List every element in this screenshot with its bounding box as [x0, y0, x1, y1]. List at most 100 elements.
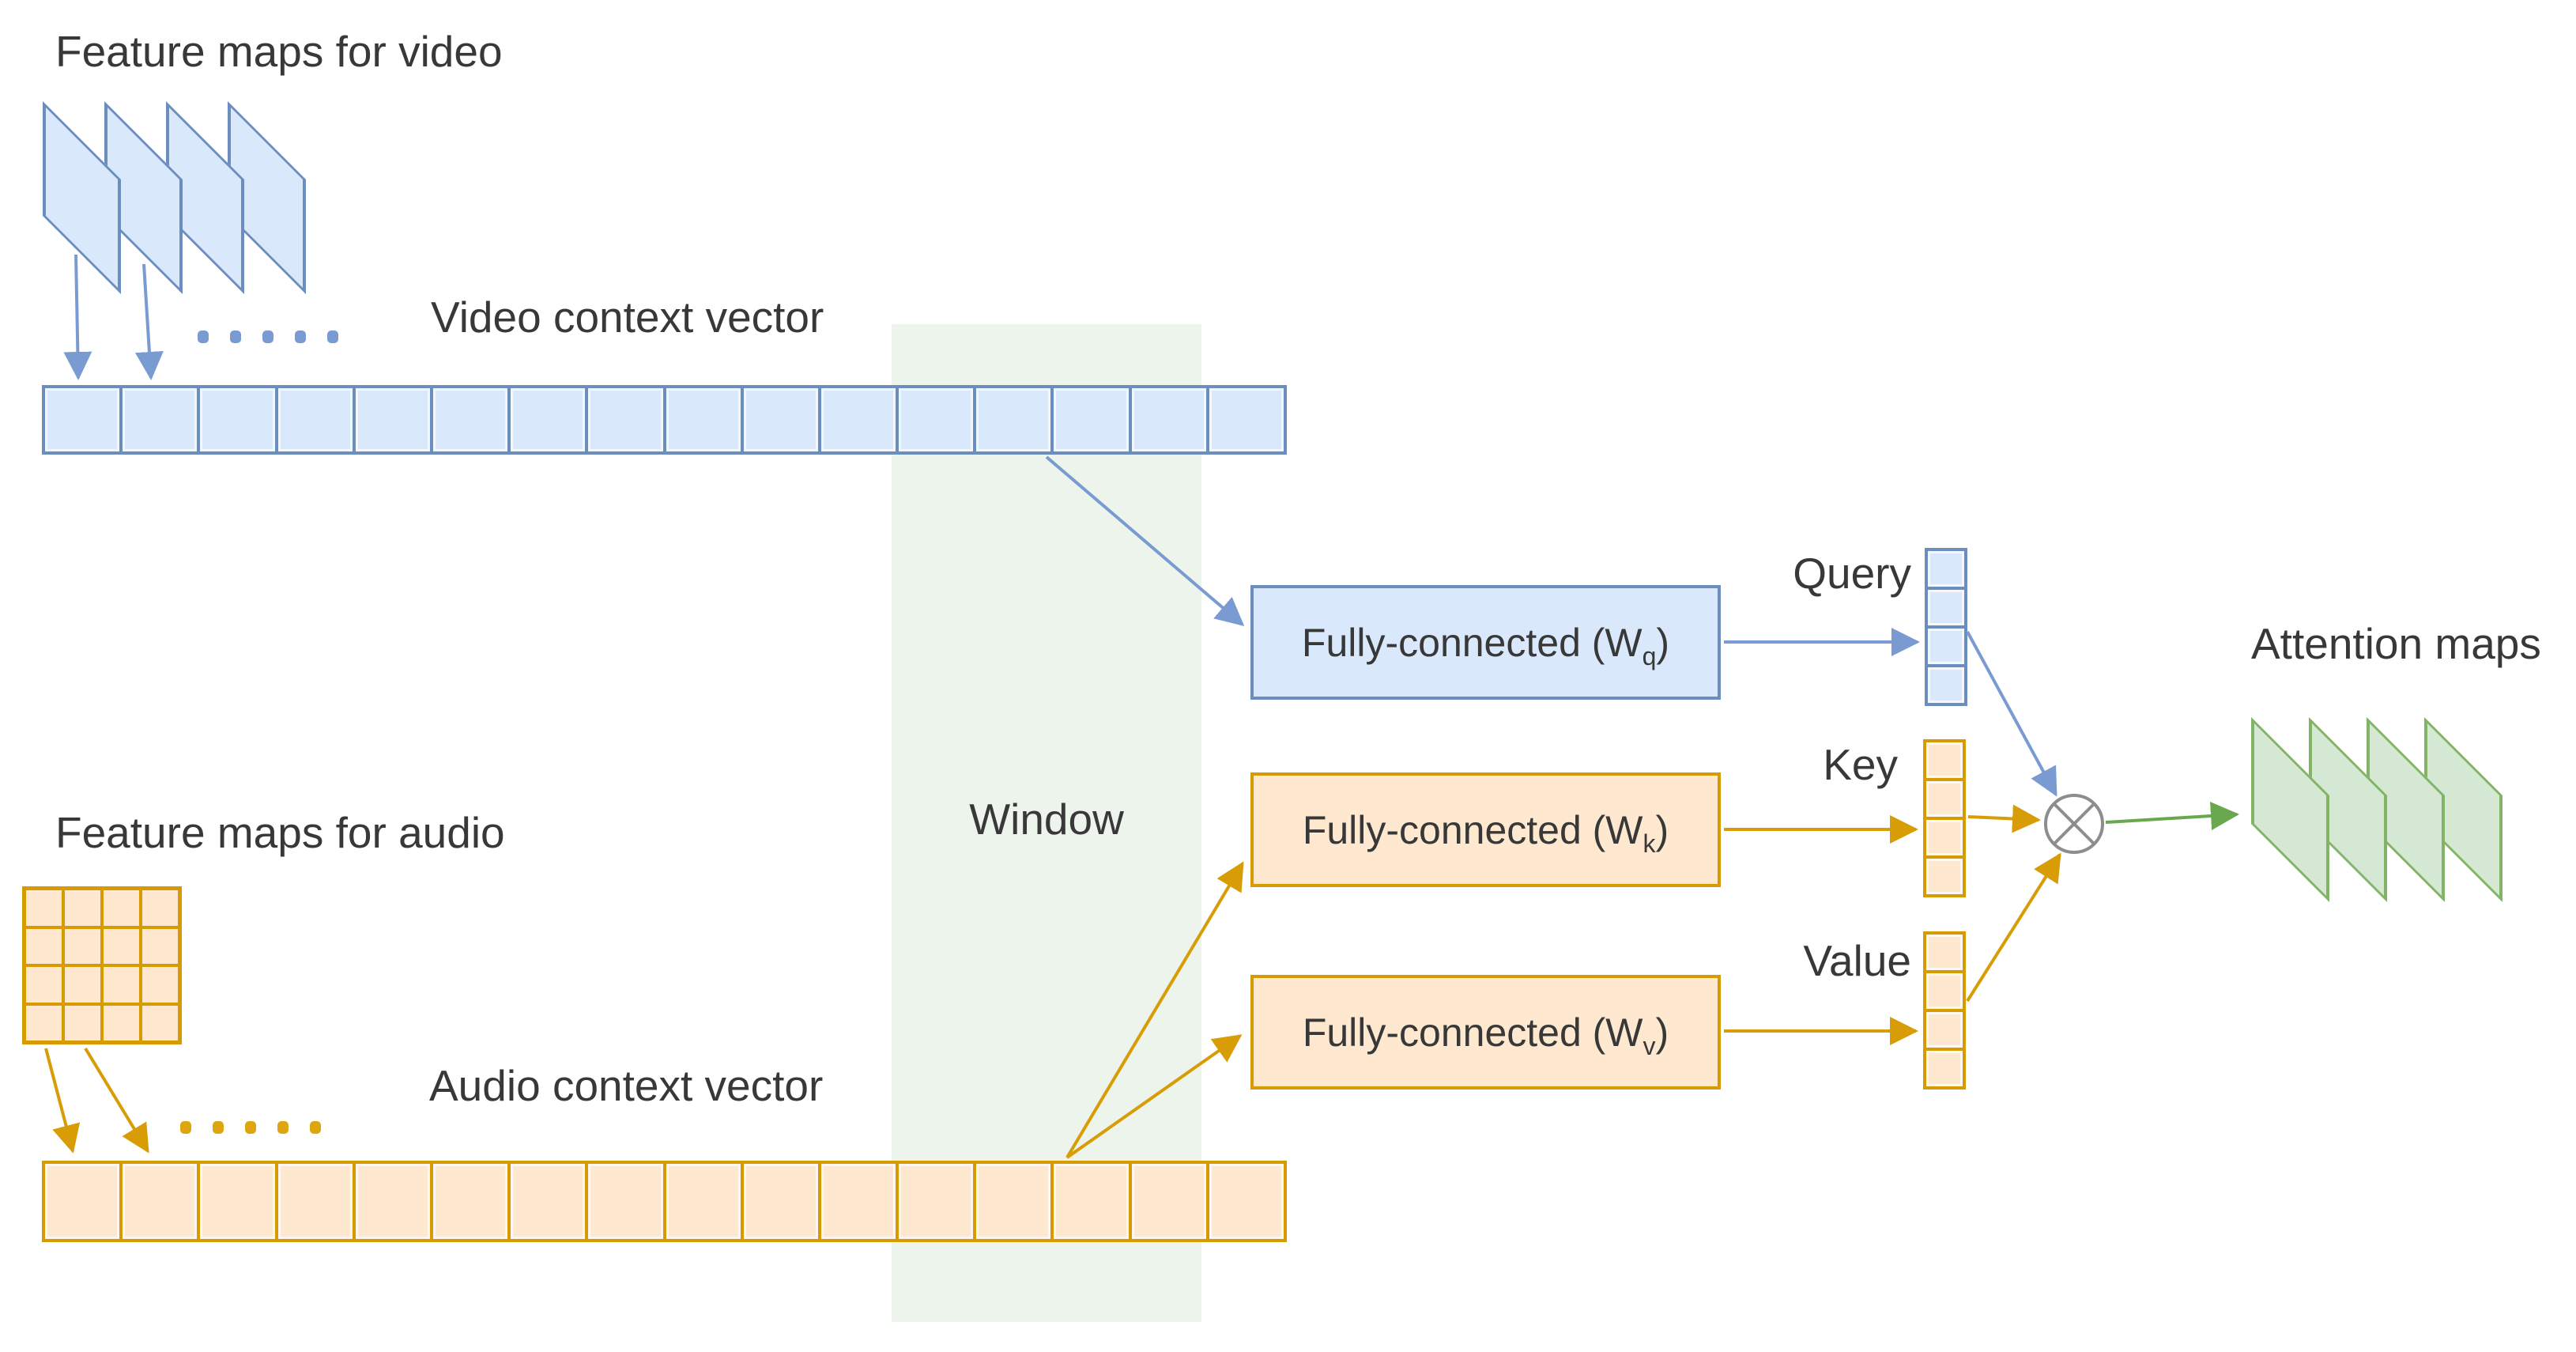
label-feature-maps-audio: Feature maps for audio: [55, 808, 505, 857]
cell: [1050, 1164, 1128, 1239]
cell: [1926, 778, 1963, 817]
cell: [1128, 388, 1206, 451]
cell: [973, 388, 1050, 451]
cell: [26, 928, 62, 964]
value-vector: [1923, 931, 1966, 1090]
cell: [1205, 388, 1284, 451]
cell: [26, 1005, 62, 1040]
video-feature-map-stack: [43, 101, 311, 299]
cell: [973, 1164, 1050, 1239]
cell: [740, 1164, 818, 1239]
cell: [310, 1121, 321, 1134]
fc-wk-label: Fully-connected (Wk): [1302, 807, 1669, 858]
query-vector: [1925, 548, 1967, 706]
fully-connected-wq-box: Fully-connected (Wq): [1250, 585, 1721, 700]
cell: [104, 1005, 139, 1040]
cell: [352, 388, 430, 451]
fully-connected-wk-box: Fully-connected (Wk): [1250, 772, 1721, 887]
cell: [104, 890, 139, 926]
cell: [274, 388, 353, 451]
cell: [295, 330, 306, 343]
cell: [1128, 1164, 1206, 1239]
cell: [26, 967, 62, 1003]
cell: [507, 388, 585, 451]
cell: [65, 1005, 100, 1040]
cell: [1205, 1164, 1284, 1239]
arrow-multiply-to-attention-maps: [2105, 802, 2239, 830]
cell: [429, 1164, 507, 1239]
cell: [180, 1121, 191, 1134]
cell: [327, 330, 338, 343]
arrow-key-to-multiply: [1967, 804, 2041, 833]
cell: [1926, 817, 1963, 855]
attention-map-stack: [2251, 717, 2504, 907]
cell: [65, 928, 100, 964]
cell: [262, 330, 273, 343]
cell: [1926, 935, 1963, 970]
fully-connected-wv-box: Fully-connected (Wv): [1250, 975, 1721, 1090]
audio-context-vector-bar: [42, 1161, 1287, 1242]
cell: [65, 967, 100, 1003]
audio-feature-map-grid: [22, 886, 182, 1044]
cell: [585, 1164, 662, 1239]
cell: [26, 890, 62, 926]
cell: [507, 1164, 585, 1239]
cell: [45, 388, 119, 451]
label-feature-maps-video: Feature maps for video: [55, 27, 503, 76]
cell: [896, 1164, 973, 1239]
wk-subscript: k: [1643, 829, 1656, 858]
cell: [142, 890, 178, 926]
cell: [142, 967, 178, 1003]
cell: [817, 1164, 896, 1239]
wv-subscript: v: [1643, 1031, 1656, 1060]
cell: [45, 1164, 119, 1239]
cell: [896, 388, 973, 451]
cell: [197, 1164, 274, 1239]
cell: [197, 388, 274, 451]
video-context-vector-bar: [42, 385, 1287, 455]
cell: [1928, 551, 1964, 587]
cell: [65, 890, 100, 926]
cell: [1926, 970, 1963, 1009]
cell: [817, 388, 896, 451]
arrow-query-to-multiply: [1966, 631, 2057, 797]
cell: [1928, 664, 1964, 703]
cell: [104, 928, 139, 964]
cell: [142, 1005, 178, 1040]
cell: [740, 388, 818, 451]
fc-wv-label: Fully-connected (Wv): [1302, 1010, 1669, 1060]
cell: [1926, 855, 1963, 894]
cell: [1926, 742, 1963, 778]
cell: [142, 928, 178, 964]
cell: [1926, 1048, 1963, 1086]
cell: [662, 1164, 741, 1239]
cell: [1050, 388, 1128, 451]
label-video-context-vector: Video context vector: [431, 293, 824, 342]
cell: [198, 330, 209, 343]
cell: [213, 1121, 224, 1134]
cell: [585, 388, 662, 451]
wq-subscript: q: [1642, 641, 1657, 670]
arrow-audio-grid2-to-bar: [84, 1047, 149, 1154]
cell: [104, 967, 139, 1003]
cell: [230, 330, 241, 343]
cell: [429, 388, 507, 451]
key-vector: [1923, 739, 1966, 897]
cell: [277, 1121, 289, 1134]
arrow-value-to-multiply: [1966, 852, 2061, 1003]
cell: [1928, 625, 1964, 664]
label-attention-maps: Attention maps: [2251, 619, 2541, 668]
fc-wq-label: Fully-connected (Wq): [1301, 620, 1670, 670]
matrix-multiply-operator: [2044, 794, 2104, 854]
label-window: Window: [969, 795, 1124, 844]
cell: [352, 1164, 430, 1239]
cell: [662, 388, 741, 451]
label-query: Query: [1793, 549, 1911, 598]
cell: [245, 1121, 256, 1134]
arrow-audio-grid1-to-bar: [44, 1048, 81, 1154]
video-ellipsis-dots: [198, 330, 338, 343]
cell: [274, 1164, 353, 1239]
label-key: Key: [1823, 740, 1898, 789]
cell: [1928, 587, 1964, 625]
